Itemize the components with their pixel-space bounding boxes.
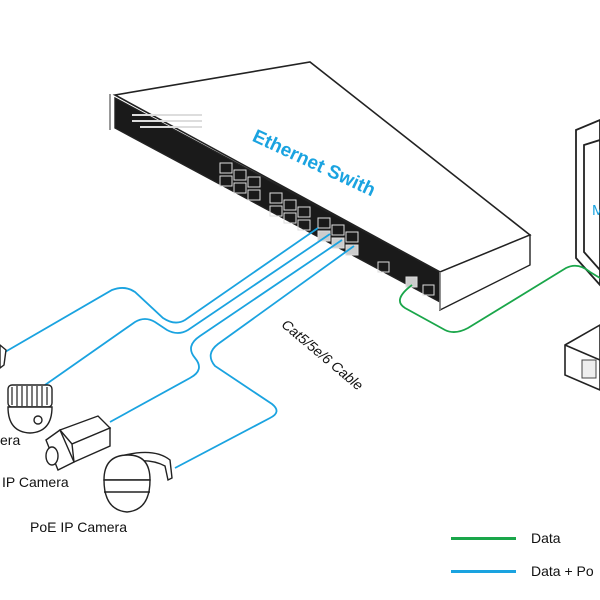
legend-label-data-power: Data + Po: [531, 563, 594, 579]
status-leds: [132, 114, 202, 128]
legend-swatch-data-power: [451, 570, 516, 573]
camera-label-box: IP Camera: [2, 474, 69, 490]
poe-cable-3: [109, 239, 343, 423]
data-cable: [398, 264, 600, 333]
poe-cables: [4, 227, 355, 469]
rj45-port-block-1: [219, 162, 261, 201]
camera-partial-left: [0, 344, 7, 369]
ethernet-switch: [109, 61, 532, 312]
sfp-ports: [377, 261, 435, 296]
poe-cable-1: [4, 227, 319, 353]
poe-cable-2: [44, 233, 331, 386]
speed-dome-camera: [103, 451, 173, 513]
nvr-recorder: [564, 324, 600, 391]
legend-label-data: Data: [531, 530, 561, 546]
camera-label-speed-dome: PoE IP Camera: [30, 519, 128, 535]
dome-camera: [7, 384, 53, 434]
legend-swatch-data: [451, 537, 516, 540]
monitor: [575, 119, 600, 287]
camera-label-dome: era: [0, 432, 21, 448]
rj45-port-block-2: [269, 192, 311, 231]
monitor-label: M: [592, 202, 600, 219]
box-camera: [45, 415, 112, 471]
poe-cable-4: [174, 245, 355, 469]
